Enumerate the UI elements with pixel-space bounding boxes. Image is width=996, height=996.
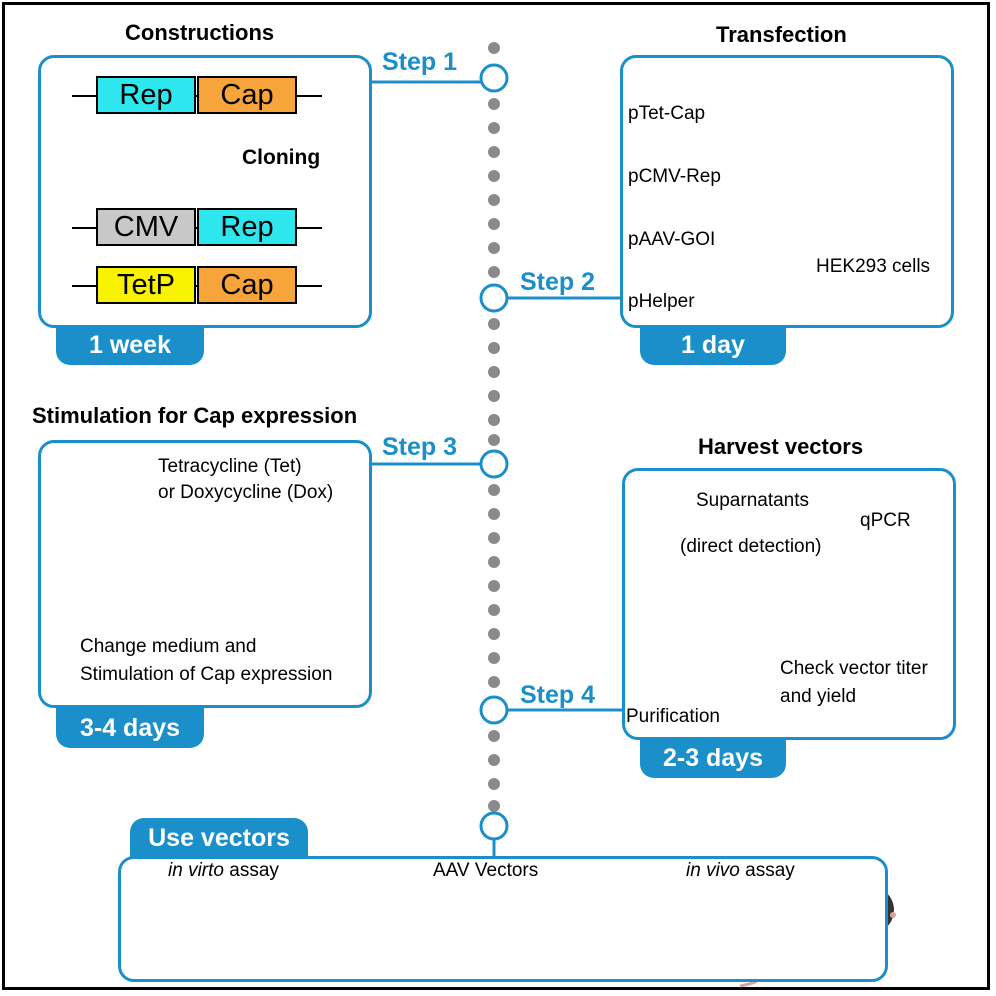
cloning-label: Cloning	[242, 146, 321, 169]
step1-marker	[479, 63, 509, 93]
check-yield-label: and yield	[780, 686, 857, 707]
plasmid-label-pHelper: pHelper	[628, 291, 695, 312]
invitro-rest: assay	[223, 860, 279, 881]
duration-tab-3-4-days: 3-4 days	[56, 708, 204, 748]
tetracycline-label: Tetracycline (Tet)	[158, 456, 302, 477]
stimulation-box	[38, 440, 372, 708]
step-connectors	[372, 80, 622, 856]
supernatants-label: Suparnatants	[696, 490, 810, 511]
step5-marker	[479, 811, 509, 841]
constructions-heading: Constructions	[125, 20, 275, 45]
aav-vectors-label: AAV Vectors	[433, 860, 539, 881]
harvest-heading: Harvest vectors	[698, 434, 864, 459]
cap-gene-box: Cap	[197, 76, 297, 114]
timeline-dots	[488, 42, 500, 812]
step2-label: Step 2	[520, 268, 596, 296]
use-vectors-box	[118, 856, 888, 982]
rep-gene-box-2: Rep	[197, 208, 297, 246]
stimulation-cap-label: Stimulation of Cap expression	[80, 664, 333, 685]
step1-label: Step 1	[382, 48, 458, 76]
cmv-promoter-box: CMV	[96, 208, 196, 246]
plasmid-label-pTet-Cap: pTet-Cap	[628, 103, 706, 124]
hek293-cells-label: HEK293 cells	[816, 256, 931, 277]
step4-label: Step 4	[520, 681, 596, 709]
doxycycline-label: or Doxycycline (Dox)	[158, 482, 334, 503]
plasmid-label-pCMV-Rep: pCMV-Rep	[628, 166, 721, 187]
qpcr-label: qPCR	[860, 510, 911, 531]
step2-marker	[479, 283, 509, 313]
invivo-rest: assay	[739, 860, 795, 881]
invitro-italic: in virto	[168, 860, 224, 881]
rep-gene-box: Rep	[96, 76, 196, 114]
purification-label: Purification	[626, 706, 720, 727]
step3-label: Step 3	[382, 433, 458, 461]
use-vectors-tab: Use vectors	[130, 818, 308, 858]
invivo-italic: in vivo	[686, 860, 740, 881]
duration-tab-2-3-days: 2-3 days	[640, 738, 786, 778]
duration-tab-1-week: 1 week	[56, 325, 204, 365]
cap-gene-box-2: Cap	[197, 266, 297, 304]
direct-detection-label: (direct detection)	[680, 536, 822, 557]
invivo-assay-label: in vivo assay	[686, 860, 795, 882]
transfection-box	[620, 55, 954, 328]
transfection-heading: Transfection	[716, 22, 847, 47]
change-medium-label: Change medium and	[80, 636, 257, 657]
plasmid-label-pAAV-GOI: pAAV-GOI	[628, 229, 716, 250]
step4-marker	[479, 695, 509, 725]
duration-tab-1-day: 1 day	[640, 325, 786, 365]
tetp-promoter-box: TetP	[96, 266, 196, 304]
step-markers	[479, 63, 509, 841]
invitro-assay-label: in virto assay	[168, 860, 279, 882]
step3-marker	[479, 449, 509, 479]
harvest-box	[622, 468, 956, 740]
check-titer-label: Check vector titer	[780, 658, 928, 679]
stimulation-heading: Stimulation for Cap expression	[32, 403, 358, 428]
